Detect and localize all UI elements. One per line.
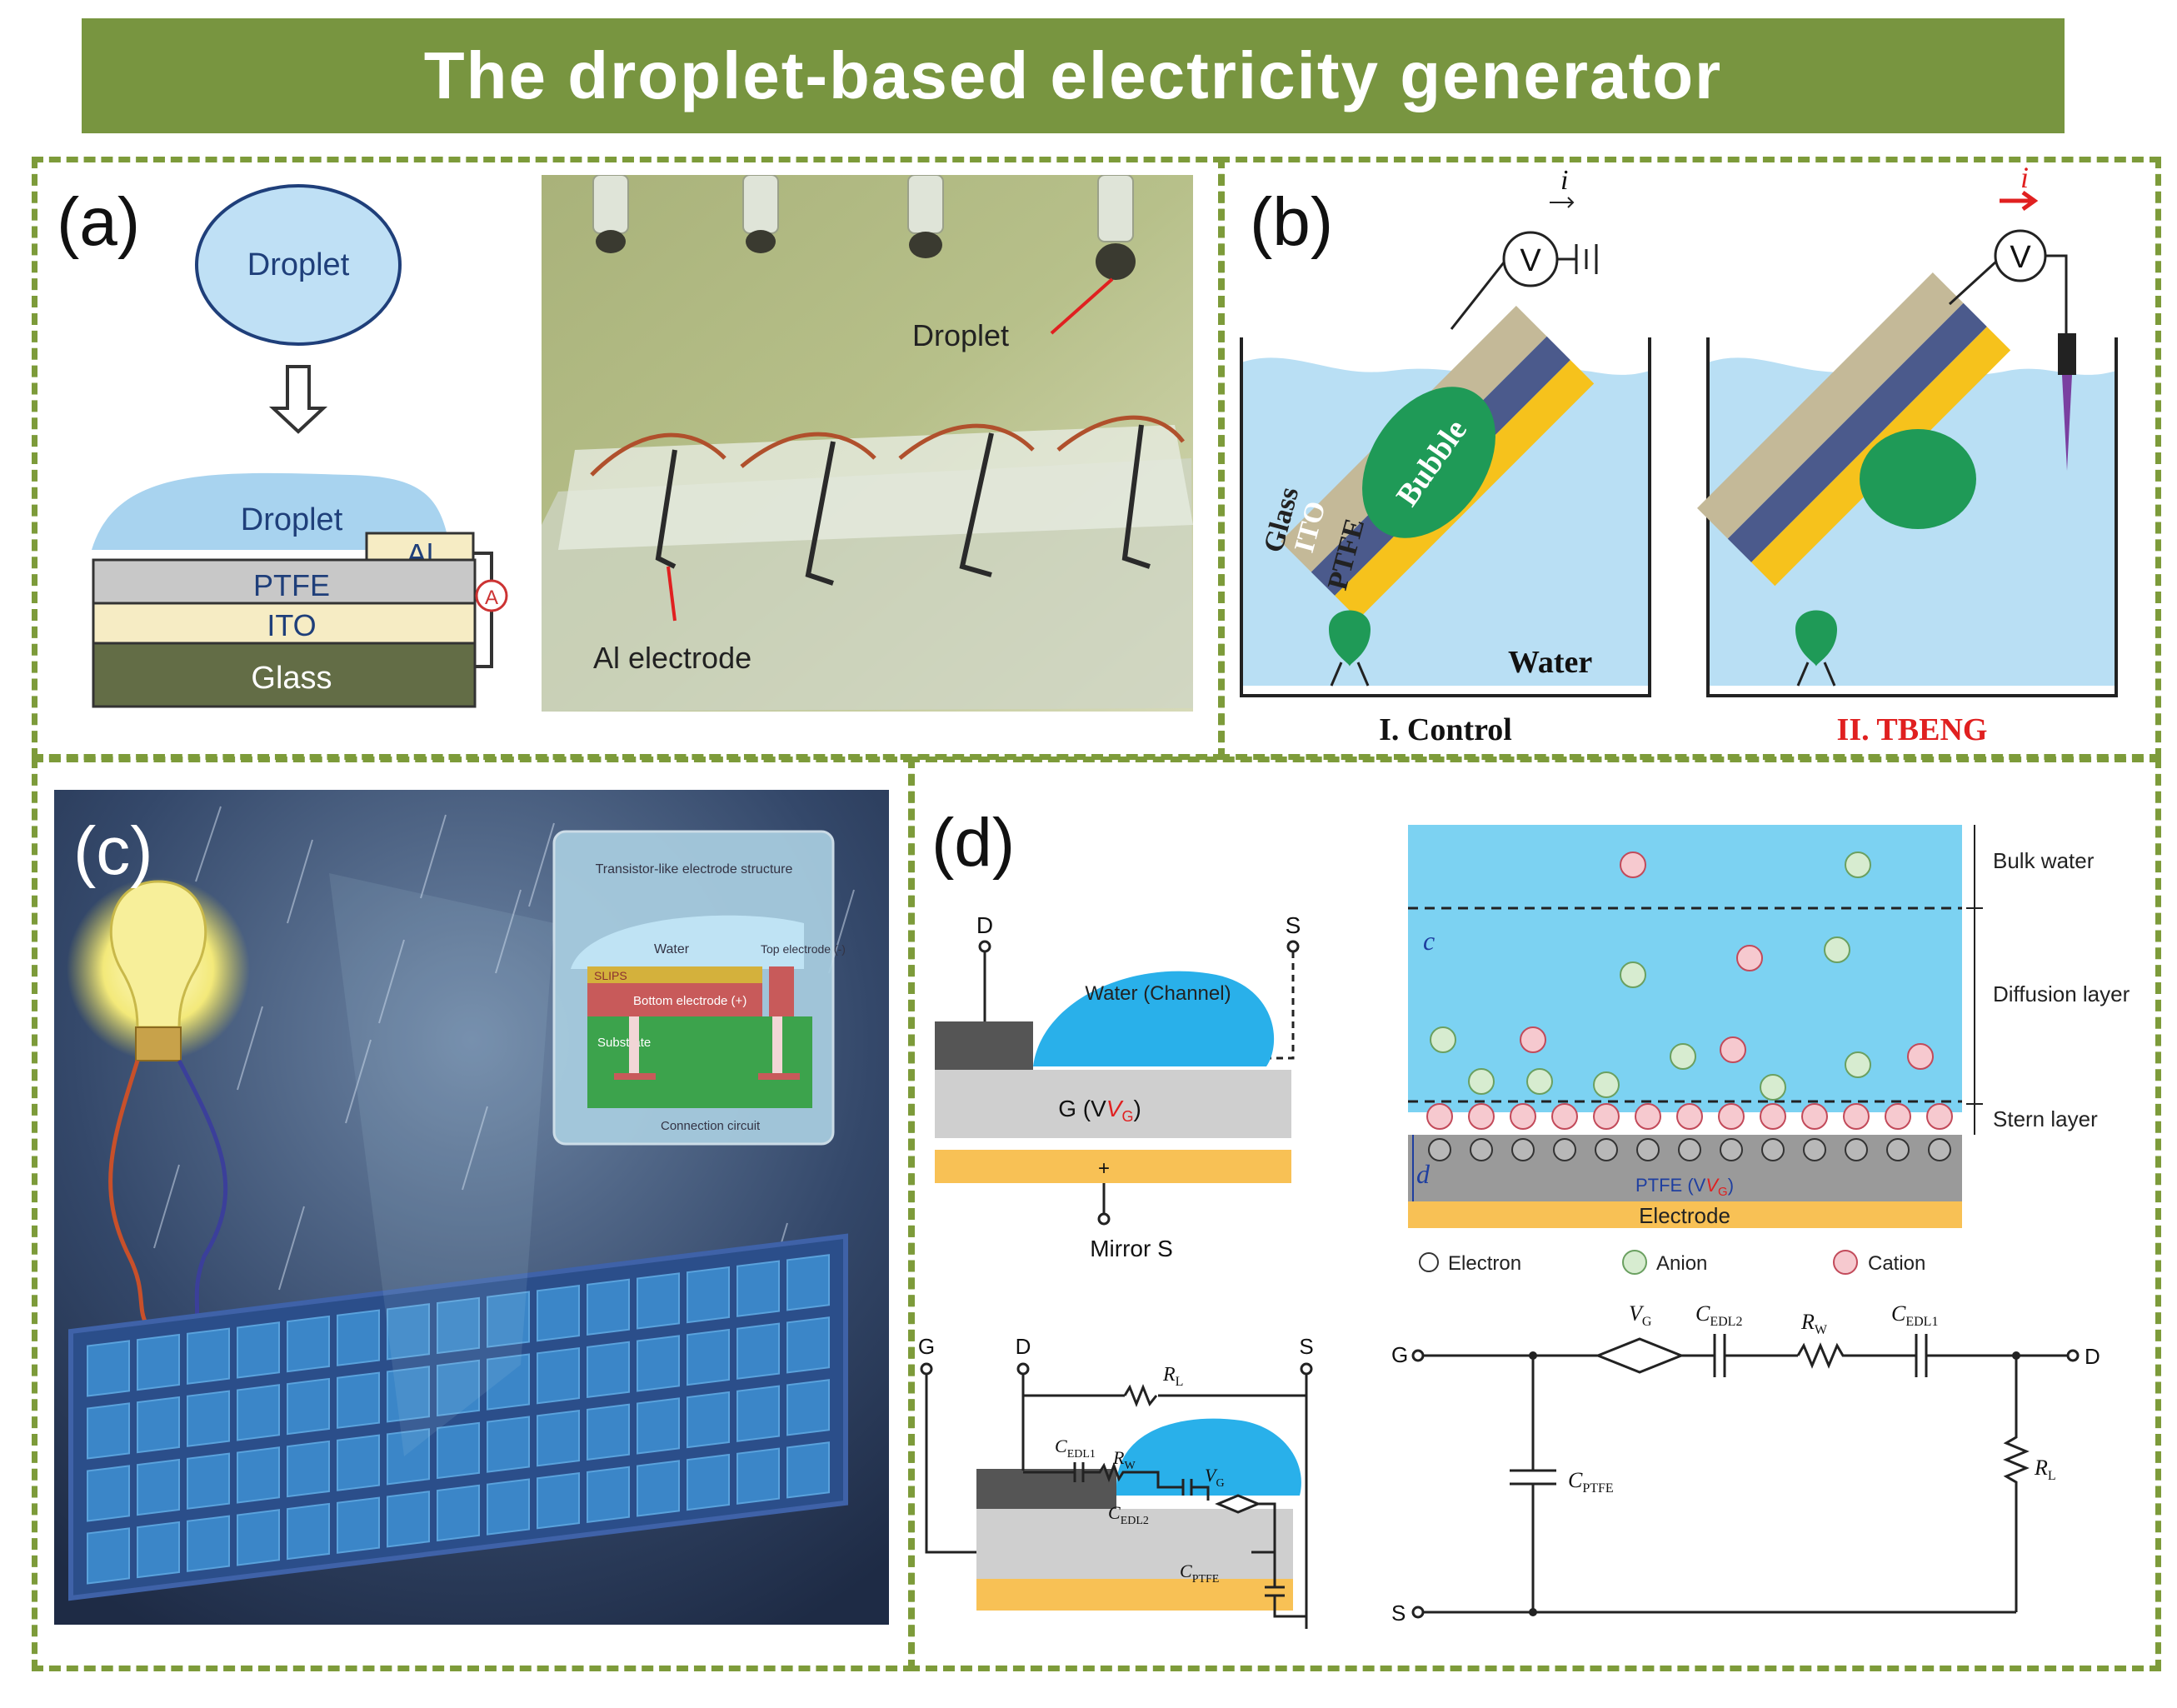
electrode-label: Electrode bbox=[1639, 1203, 1730, 1228]
vg-source bbox=[1594, 1337, 1685, 1374]
film-droplet-label: Droplet bbox=[241, 502, 343, 537]
control-seed bbox=[1329, 610, 1371, 667]
panel-d-label: (d) bbox=[931, 805, 1016, 881]
droplet-label: Droplet bbox=[247, 247, 350, 282]
d-symbol: d bbox=[1416, 1159, 1431, 1189]
water-channel bbox=[1033, 971, 1275, 1066]
eq-cedl2-label: CEDL2 bbox=[1695, 1301, 1742, 1329]
eq-cptfe-label: CPTFE bbox=[1568, 1468, 1614, 1496]
inset-slips: SLIPS bbox=[594, 969, 627, 982]
inset-bottom-electrode: Bottom electrode (+) bbox=[633, 994, 746, 1008]
electrons bbox=[1428, 1138, 1951, 1161]
film-droplet bbox=[92, 472, 450, 550]
d-terminal: D bbox=[1016, 1334, 1031, 1359]
glass-label: Glass bbox=[251, 661, 332, 696]
inset-electrode-structure: Transistor-like electrode structure Wate… bbox=[552, 830, 846, 1146]
legend-cation-icon bbox=[1833, 1250, 1858, 1275]
title-banner: The droplet-based electricity generator bbox=[82, 18, 2065, 133]
page-title: The droplet-based electricity generator bbox=[423, 38, 1723, 112]
eq-d-terminal: D bbox=[2085, 1344, 2100, 1369]
inset-water: Water bbox=[654, 942, 690, 956]
tbeng-seed bbox=[1795, 610, 1837, 667]
rl-label: RL bbox=[1162, 1364, 1183, 1389]
droplet-device-photo: Droplet Al electrode bbox=[542, 175, 1193, 712]
cedl2-label: CEDL2 bbox=[1108, 1502, 1149, 1527]
equivalent-circuit: G VG CEDL2 RW CEDL1 D CPTFE RL S bbox=[1391, 1301, 2100, 1626]
current-label-2: i bbox=[2020, 162, 2029, 194]
tbeng-tank: V i II. TBENG bbox=[1697, 162, 2118, 747]
eq-rl-label: RL bbox=[2034, 1456, 2056, 1483]
panel-b-diagram: Bubble Glass ITO PTFE Water V i I. Contr… bbox=[1240, 162, 2118, 747]
cptfe-label: CPTFE bbox=[1180, 1561, 1219, 1586]
generator-array bbox=[68, 1233, 848, 1601]
eq-rw-label: RW bbox=[1800, 1310, 1828, 1337]
vg-label-dev: VG bbox=[1205, 1465, 1225, 1490]
photo-droplet-label: Droplet bbox=[912, 318, 1009, 352]
current-label: i bbox=[1560, 165, 1568, 196]
ammeter-label: A bbox=[485, 587, 498, 609]
cedl1-label: CEDL1 bbox=[1055, 1436, 1096, 1461]
transistor-schematic: D S Water (Channel) G (VVG) + Mirror S bbox=[935, 912, 1301, 1261]
legend-electron-icon bbox=[1419, 1252, 1439, 1272]
nozzles bbox=[592, 175, 1134, 242]
voltmeter-label: V bbox=[1520, 243, 1541, 278]
eq-vg-label: VG bbox=[1629, 1301, 1652, 1329]
ito-label: ITO bbox=[267, 608, 316, 642]
ammeter-icon bbox=[475, 579, 508, 612]
probe bbox=[2058, 333, 2076, 375]
droplet-shape bbox=[195, 184, 402, 346]
tbeng-bubble bbox=[1860, 429, 1976, 529]
rain-generator-illustration: Transistor-like electrode structure Wate… bbox=[54, 790, 889, 1625]
svg-text:+: + bbox=[1098, 1157, 1110, 1180]
voltmeter-label-2: V bbox=[2010, 240, 2031, 275]
eq-s-terminal: S bbox=[1391, 1601, 1406, 1626]
panel-b-label: (b) bbox=[1250, 184, 1334, 260]
ptfe-label: PTFE bbox=[253, 568, 330, 602]
drain-label: D bbox=[976, 912, 993, 938]
eq-g-terminal: G bbox=[1391, 1342, 1408, 1367]
legend-cation: Cation bbox=[1868, 1252, 1925, 1275]
water-label: Water bbox=[1508, 645, 1592, 680]
mirror-label: Mirror S bbox=[1090, 1236, 1173, 1261]
panel-a-label: (a) bbox=[57, 184, 141, 260]
control-tank: Bubble Glass ITO PTFE Water V i I. Contr… bbox=[1240, 165, 1651, 747]
down-arrow-icon bbox=[268, 365, 328, 434]
source-label: S bbox=[1286, 912, 1301, 938]
g-terminal: G bbox=[918, 1334, 935, 1359]
diffuse-anions bbox=[1430, 852, 1871, 1101]
diffusion-layer-label: Diffusion layer bbox=[1993, 981, 2130, 1006]
stern-cations bbox=[1426, 1103, 1953, 1130]
legend-anion: Anion bbox=[1656, 1252, 1707, 1275]
stern-layer-label: Stern layer bbox=[1993, 1106, 2098, 1131]
panel-c-label: (c) bbox=[73, 813, 153, 889]
inset-top-electrode: Top electrode (-) bbox=[761, 942, 846, 956]
rw-label: RW bbox=[1112, 1447, 1136, 1472]
control-bubble bbox=[1362, 387, 1495, 538]
water-channel-label: Water (Channel) bbox=[1085, 982, 1231, 1005]
legend-anion-icon bbox=[1622, 1250, 1647, 1275]
gate-label: G (VVG) bbox=[1058, 1096, 1141, 1125]
photo-electrode-label: Al electrode bbox=[593, 641, 751, 675]
diffuse-cations bbox=[1520, 852, 1934, 1070]
droplet-pointer bbox=[1050, 277, 1114, 335]
edl-diagram: Electrode PTFE (VVG) c d Bulk water Diff… bbox=[1408, 825, 2130, 1275]
glass-layer bbox=[92, 642, 477, 708]
bulk-water-label: Bulk water bbox=[1993, 848, 2095, 873]
caption-control: I. Control bbox=[1379, 712, 1512, 747]
caption-tbeng: II. TBENG bbox=[1837, 712, 1988, 747]
ptfe-vg-label: PTFE (VVG) bbox=[1635, 1175, 1734, 1199]
inset-substrate: Substrate bbox=[597, 1036, 651, 1050]
s-terminal: S bbox=[1299, 1334, 1313, 1359]
c-symbol: c bbox=[1423, 926, 1435, 956]
device-circuit: G D S RL CEDL1 RW VG CEDL2 CPTFE bbox=[918, 1334, 1314, 1629]
panel-a-schematic: Droplet Droplet Al PTFE ITO Glass A bbox=[92, 184, 508, 708]
electrode-pointer bbox=[667, 566, 677, 622]
inset-title: Transistor-like electrode structure bbox=[596, 862, 793, 876]
eq-cedl1-label: CEDL1 bbox=[1891, 1301, 1938, 1329]
inset-connection: Connection circuit bbox=[661, 1119, 761, 1133]
legend-electron: Electron bbox=[1448, 1252, 1521, 1275]
panel-d-frame bbox=[908, 757, 2161, 1671]
